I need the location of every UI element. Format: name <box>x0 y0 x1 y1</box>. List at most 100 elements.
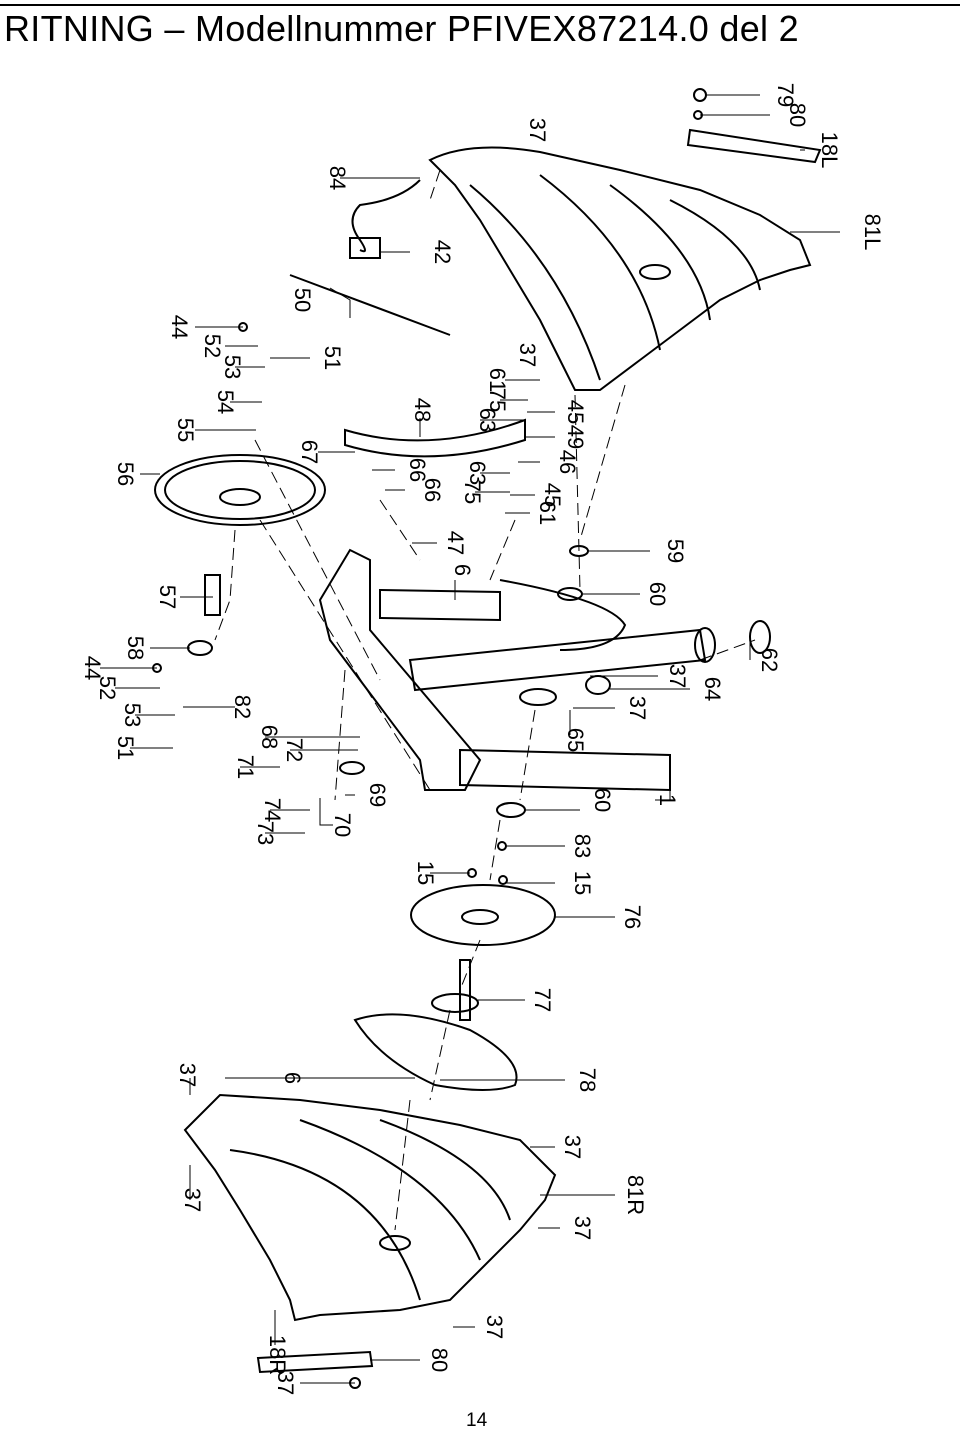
part-label: 37 <box>525 118 550 142</box>
part-label: 52 <box>200 334 225 358</box>
part-label: 55 <box>173 418 198 442</box>
part-label: 37 <box>180 1188 205 1212</box>
crank-axle-flange <box>431 993 479 1013</box>
part-label: 69 <box>365 783 390 807</box>
drive-belt <box>353 1013 518 1091</box>
part-label: 37 <box>570 1216 595 1240</box>
part-label: 74 <box>260 798 285 822</box>
idler-69 <box>339 761 365 775</box>
part-label: 75 <box>460 480 485 504</box>
part-label: 37 <box>175 1063 200 1087</box>
part-label: 79 <box>773 83 798 107</box>
part-label: 45 <box>563 400 588 424</box>
part-label: 44 <box>80 656 105 680</box>
part-label: 45 <box>540 483 565 507</box>
part-label: 75 <box>485 388 510 412</box>
part-label: 70 <box>330 813 355 837</box>
upper-side-cover-rib <box>539 174 661 351</box>
seat-post-sleeve <box>694 627 716 663</box>
part-label: 66 <box>420 478 445 502</box>
part-label: 60 <box>645 582 670 606</box>
nut-58 <box>187 640 213 656</box>
part-label: 37 <box>515 343 540 367</box>
flywheel <box>154 454 326 526</box>
lower-cover-hole <box>379 1235 411 1251</box>
frame-bracket <box>379 588 501 622</box>
part-label: 50 <box>290 288 315 312</box>
exploded-parts-diagram: 798018L81L378442504452535455515648676666… <box>80 83 885 1395</box>
part-label: 72 <box>282 738 307 762</box>
part-label: 59 <box>663 539 688 563</box>
frame-bushing <box>519 688 557 706</box>
part-label: 71 <box>233 755 258 779</box>
part-label: 52 <box>95 676 120 700</box>
part-label: 42 <box>430 240 455 264</box>
part-label: 37 <box>665 664 690 688</box>
part-label: 65 <box>563 728 588 752</box>
crank-pedal-bolt <box>693 88 707 102</box>
part-label: 62 <box>757 648 782 672</box>
part-label: 63 <box>465 461 490 485</box>
part-label: 76 <box>620 905 645 929</box>
part-label: 37 <box>273 1371 298 1395</box>
header-rule <box>0 4 960 6</box>
part-label: 61 <box>485 368 510 392</box>
part-label: 51 <box>113 736 138 760</box>
part-label: 18R <box>265 1335 290 1375</box>
part-label: 68 <box>257 725 282 749</box>
page-title: RITNING – Modellnummer PFIVEX87214.0 del… <box>4 8 799 49</box>
lower-side-cover <box>183 1093 557 1322</box>
part-label: 1 <box>655 794 680 806</box>
part-label: 82 <box>230 695 255 719</box>
part-label: 37 <box>560 1135 585 1159</box>
part-label: 44 <box>167 315 192 339</box>
crank-arm-left <box>686 128 822 164</box>
part-label: 53 <box>220 355 245 379</box>
part-label: 80 <box>427 1348 452 1372</box>
upper-side-cover <box>428 146 812 391</box>
lower-cover-rib <box>299 1119 481 1261</box>
page-number: 14 <box>466 1410 488 1431</box>
tension-cable <box>289 274 451 336</box>
part-label: 77 <box>530 988 555 1012</box>
part-label: 58 <box>123 636 148 660</box>
part-label: 37 <box>625 696 650 720</box>
upper-side-cover-rib <box>669 199 761 291</box>
bolt-15b <box>498 875 508 885</box>
part-label: 15 <box>570 871 595 895</box>
part-label: 51 <box>320 346 345 370</box>
crank-arm-right <box>256 1350 374 1374</box>
part-label: 6 <box>280 1072 305 1084</box>
upper-side-cover-rib <box>469 184 601 381</box>
handle-tube <box>499 579 627 651</box>
lower-cover-rib <box>379 1119 511 1221</box>
part-label: 18L <box>817 132 842 169</box>
part-label: 81L <box>860 214 885 251</box>
part-label: 37 <box>482 1315 507 1339</box>
part-label: 46 <box>555 450 580 474</box>
magnet-brake-arc <box>344 418 526 458</box>
part-label: 84 <box>325 166 350 190</box>
lower-cover-rib <box>229 1149 421 1301</box>
part-label: 83 <box>570 834 595 858</box>
part-label: 81R <box>623 1175 648 1215</box>
part-number-labels: 798018L81L378442504452535455515648676666… <box>80 83 885 1395</box>
main-frame-rear <box>459 748 671 792</box>
knob-64 <box>585 675 611 695</box>
part-label: 61 <box>535 501 560 525</box>
part-label: 73 <box>253 821 278 845</box>
part-label: 54 <box>213 390 238 414</box>
crank-axle <box>459 959 471 1021</box>
part-label: 6 <box>450 564 475 576</box>
washer-83 <box>497 841 507 851</box>
flywheel-rim <box>164 460 316 520</box>
part-label: 80 <box>785 103 810 127</box>
cover-bearing-hole <box>639 264 671 280</box>
flywheel-hub <box>219 488 261 506</box>
part-label: 66 <box>405 458 430 482</box>
sensor-cable <box>351 179 421 253</box>
part-label: 78 <box>575 1068 600 1092</box>
sensor-clip <box>349 237 381 259</box>
part-label: 48 <box>410 398 435 422</box>
part-label: 53 <box>120 703 145 727</box>
